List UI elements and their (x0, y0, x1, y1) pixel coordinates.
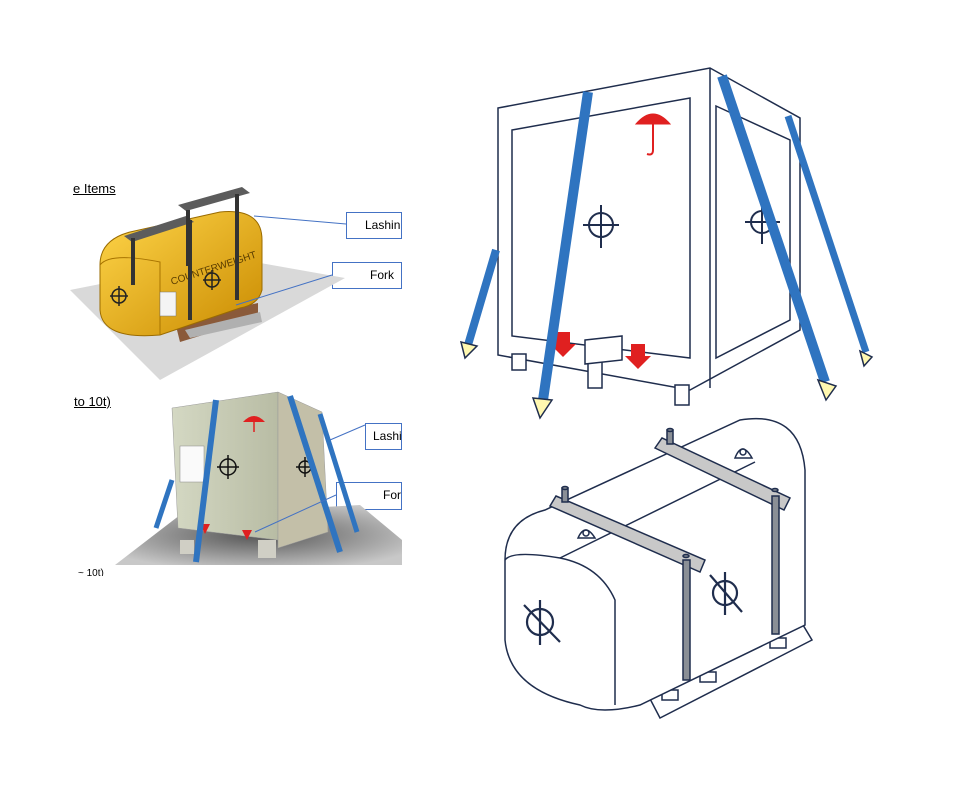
lifting-bar-1 (124, 216, 194, 242)
lifting-bars (548, 427, 792, 681)
label-sticker (179, 445, 205, 483)
counterweight-body (99, 211, 263, 337)
down-arrow-icon (625, 344, 651, 369)
strap-left (464, 248, 500, 347)
heading-to-10t: to 10t) (74, 394, 111, 409)
lifting-bar-back (653, 437, 792, 511)
callout-lashing-2: Lashi (365, 423, 402, 450)
label-sticker (159, 291, 177, 317)
callout-lashing-1: Lashin (346, 212, 402, 239)
lifting-eye-icon (576, 529, 597, 539)
crosshair-icon (709, 572, 743, 615)
strap (193, 399, 219, 563)
strap-hook (459, 340, 874, 420)
umbrella-icon (634, 113, 672, 156)
lifting-eye-icon (733, 448, 754, 459)
callout-forklift-2: Fork (336, 482, 402, 510)
crosshair-icon (583, 205, 619, 248)
crosshair-icon (217, 455, 239, 479)
crosshair-icon (203, 270, 221, 290)
strap (317, 413, 360, 533)
heading-over-10t: ~ 10t) (78, 568, 104, 576)
strap-front (538, 91, 593, 401)
lifting-bar-front (548, 495, 706, 573)
umbrella-icon (243, 416, 265, 432)
lifting-bar-2 (178, 187, 250, 211)
crate-side (277, 391, 329, 549)
counterweight-line-drawing (504, 417, 814, 720)
heading-items: e Items (73, 181, 116, 196)
counterweight-3d: COUNTERWEIGHT (70, 187, 347, 380)
crosshair-icon (110, 286, 128, 306)
strap (153, 479, 175, 529)
crate-3d (115, 391, 402, 565)
down-arrow-icon (242, 530, 252, 540)
strap (287, 395, 343, 553)
crosshair-icon (523, 600, 561, 645)
strap-side (717, 74, 830, 384)
callout-forklift-1: Fork (332, 262, 402, 289)
strap-back (784, 114, 870, 354)
crate-line-drawing (497, 67, 801, 406)
